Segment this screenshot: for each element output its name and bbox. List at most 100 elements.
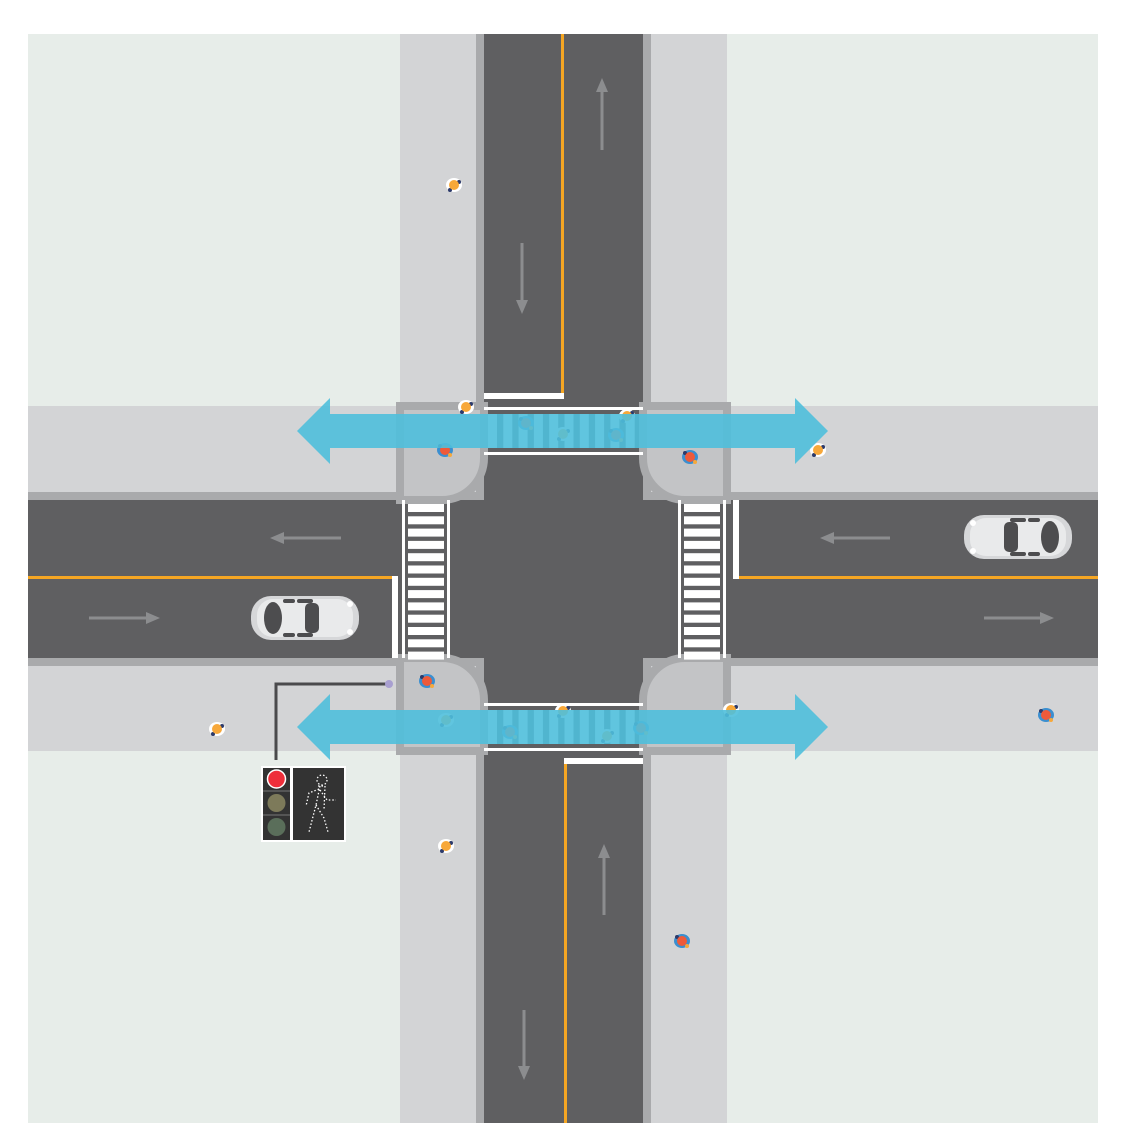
crosswalk-stripe	[408, 590, 444, 599]
crosswalk-stripe	[408, 504, 444, 512]
crosswalk-stripe	[408, 528, 444, 537]
walking-person-icon	[305, 774, 336, 833]
crosswalk-stripe	[408, 565, 444, 574]
crosswalk-stripe	[408, 651, 444, 660]
crossing-arrow-double	[297, 398, 828, 464]
crosswalk-stripe	[408, 614, 444, 623]
car-side-window	[1010, 552, 1026, 556]
cars	[251, 515, 1072, 640]
crosswalk-stripe	[684, 590, 720, 599]
crosswalk-stripe	[684, 504, 720, 512]
lane-arrow-head	[1040, 612, 1054, 624]
pedestrian-head	[422, 676, 432, 686]
crosswalk-edge	[484, 407, 643, 410]
crosswalk-stripe	[684, 602, 720, 611]
car-rear-window	[264, 602, 282, 634]
pedestrian-head	[677, 936, 687, 946]
crosswalk-edge	[484, 748, 643, 751]
pedestrian	[674, 934, 690, 948]
car-side-window	[297, 599, 313, 603]
lane-arrow	[820, 532, 890, 544]
pedestrian-head	[1041, 710, 1051, 720]
pedestrian-hand	[430, 684, 434, 688]
traffic-signal	[261, 680, 393, 842]
green-light-icon	[267, 818, 286, 836]
crosswalk-stripe	[408, 627, 444, 635]
car-windshield	[1004, 522, 1018, 552]
lane-arrow-head	[596, 78, 608, 92]
car-headlight	[347, 629, 353, 635]
lane-arrow	[89, 612, 160, 624]
crosswalk-stripe	[684, 540, 720, 549]
car-side-window	[1028, 518, 1040, 522]
lane-arrow	[984, 612, 1054, 624]
crosswalk-edge	[678, 500, 681, 658]
car	[251, 596, 359, 640]
car-side-window	[1010, 518, 1026, 522]
pedestrian	[810, 443, 826, 457]
pedestrian-hand	[693, 460, 697, 464]
pedestrian	[458, 400, 474, 414]
lane-arrow	[518, 1010, 530, 1080]
car-windshield	[305, 603, 319, 633]
lane-arrow-head	[146, 612, 160, 624]
crosswalk-edge	[484, 452, 643, 455]
crosswalk-stripe	[684, 614, 720, 623]
pedestrian-hand	[448, 453, 452, 457]
car-rear-window	[1041, 521, 1059, 553]
lane-arrow-head	[598, 844, 610, 858]
pedestrian-head	[441, 841, 451, 851]
crosswalk-stripe	[684, 577, 720, 586]
crosswalk-stripe	[684, 553, 720, 562]
lane-arrow-head	[518, 1066, 530, 1080]
crosswalk-stripe	[408, 553, 444, 562]
pedestrian-head	[813, 445, 823, 455]
lane-arrow-head	[516, 300, 528, 314]
pedestrian-head	[461, 402, 471, 412]
crossing-arrow-double	[297, 694, 828, 760]
red-light-icon	[266, 769, 287, 789]
stop-line-north	[484, 393, 564, 399]
pedestrian	[1038, 708, 1054, 722]
lane-arrow	[270, 532, 341, 544]
lane-arrow	[596, 78, 608, 150]
crosswalk-stripe	[408, 639, 444, 648]
crosswalk-stripe	[408, 577, 444, 586]
center-line-west	[28, 576, 392, 579]
walker-body	[305, 785, 336, 833]
car-headlight	[347, 601, 353, 607]
crosswalk-stripe	[684, 639, 720, 648]
lane-arrow	[598, 844, 610, 915]
pedestrian-head	[449, 180, 459, 190]
car-side-window	[283, 599, 295, 603]
stop-line-east	[733, 500, 739, 579]
lane-arrow	[516, 243, 528, 314]
crosswalk-stripe	[684, 528, 720, 537]
car-headlight	[970, 520, 976, 526]
pedestrian	[446, 178, 462, 192]
crosswalk-stripe	[684, 627, 720, 635]
crossing-arrows	[297, 398, 828, 760]
crosswalk-edge	[447, 500, 450, 658]
signal-pole	[274, 682, 389, 760]
lane-arrow-head	[820, 532, 834, 544]
car-headlight	[970, 548, 976, 554]
car	[964, 515, 1072, 559]
pedestrian	[419, 674, 435, 688]
lane-arrow-head	[270, 532, 284, 544]
pedestrian	[209, 722, 225, 736]
crosswalk-stripe	[684, 565, 720, 574]
pedestrian-signal-housing	[293, 768, 344, 840]
crosswalk-stripe	[684, 651, 720, 660]
center-line-east	[735, 576, 1098, 579]
pedestrian	[682, 450, 698, 464]
crosswalk-stripe	[408, 602, 444, 611]
crosswalk-stripe	[408, 516, 444, 525]
pedestrian-hand	[1049, 718, 1053, 722]
pedestrian-head	[685, 452, 695, 462]
road-markings	[28, 34, 1098, 1123]
pedestrian	[438, 839, 454, 853]
intersection-surface	[450, 500, 678, 658]
lane-arrows	[89, 78, 1054, 1080]
